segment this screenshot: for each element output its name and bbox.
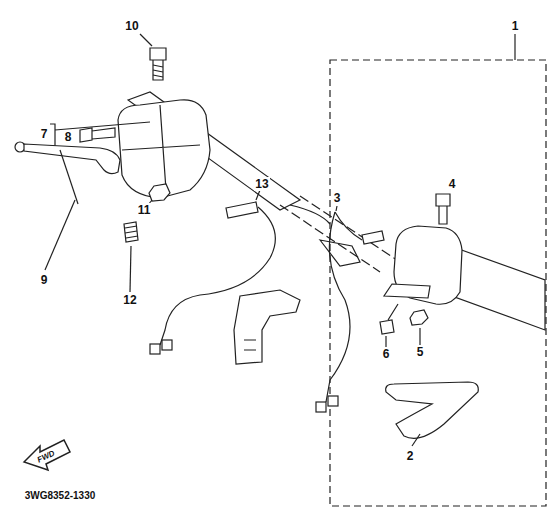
assembly-box [330, 60, 546, 506]
leader-line [514, 34, 515, 60]
leader-line [256, 190, 260, 200]
callout-number: 8 [64, 130, 73, 144]
lever-holder [122, 105, 200, 190]
callout-number: 7 [40, 127, 49, 141]
callout-number: 6 [382, 347, 391, 361]
hand-phantom [244, 340, 256, 350]
hand-phantom [234, 290, 300, 364]
callout-number: 2 [406, 449, 415, 463]
bolt [150, 48, 166, 80]
nut [410, 310, 428, 325]
switch [226, 202, 258, 218]
switch-cable [326, 212, 350, 402]
connector [162, 340, 172, 350]
screw [124, 222, 138, 242]
bolt [380, 304, 398, 334]
callout-number: 13 [254, 177, 269, 191]
leader-line [419, 328, 420, 345]
screw-thread [125, 226, 138, 238]
leader-line [60, 150, 78, 204]
grip [452, 248, 545, 330]
lever-holder [118, 100, 210, 198]
callout-number: 4 [448, 177, 457, 191]
leader-line [140, 34, 152, 46]
switch-cable [335, 212, 362, 240]
nut [149, 184, 170, 201]
connector [316, 402, 326, 412]
switch [362, 231, 384, 244]
bolt [80, 128, 115, 142]
housing-phantom [290, 205, 360, 266]
callout-number: 10 [124, 19, 139, 33]
lever [386, 382, 479, 438]
callout-number: 9 [40, 273, 49, 287]
callout-number: 5 [416, 345, 425, 359]
callout-number: 3 [333, 191, 342, 205]
callout-number: 11 [137, 203, 152, 217]
callout-number: 12 [122, 293, 137, 307]
callout-number: 1 [511, 19, 520, 33]
drawing-code: 3WG8352-1330 [24, 490, 97, 502]
leader-line [45, 200, 75, 270]
connector [328, 396, 338, 406]
fwd-arrow [24, 440, 70, 470]
bolt-thread [153, 65, 163, 77]
leader-line [130, 246, 131, 292]
lever-holder [384, 284, 430, 298]
bracket [50, 122, 150, 146]
bolt [436, 194, 450, 224]
handlebar [280, 196, 400, 272]
leader-line [412, 434, 420, 446]
leader-line [336, 206, 337, 211]
connector [150, 344, 160, 354]
lever [24, 144, 120, 174]
